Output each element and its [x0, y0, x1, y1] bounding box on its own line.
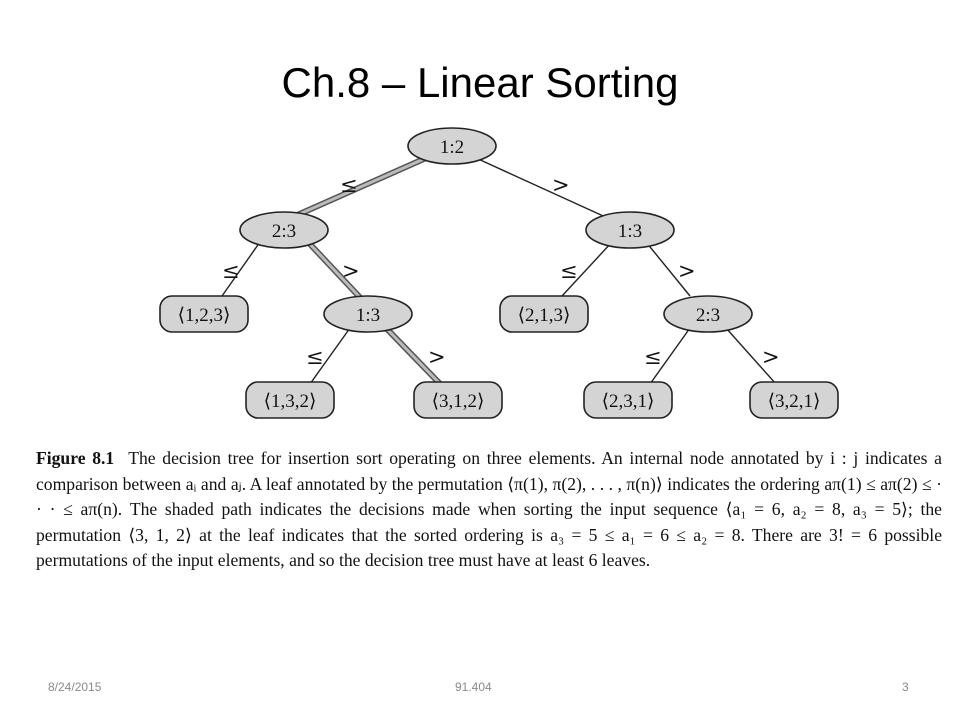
slide-number: 3: [902, 680, 909, 694]
edge-mid-leaf132: [309, 327, 351, 385]
edge-label-gt: >: [762, 345, 780, 369]
tree-node-right: 1:3: [585, 211, 675, 249]
footer-date: 8/24/2015: [48, 680, 102, 694]
tree-leaf-321: ⟨3,2,1⟩: [749, 381, 839, 419]
edge-label-gt: >: [428, 345, 446, 369]
edge-right2-leaf321: [725, 327, 777, 385]
svg-text:2:3: 2:3: [696, 305, 720, 326]
decision-tree-figure: ≤ > ≤ > ≤ > ≤ > ≤ > 1:2 2:3 1:3 1:3 2:3 …: [159, 127, 839, 419]
tree-node-root: 1:2: [407, 127, 497, 165]
edge-left-leaf123: [221, 241, 261, 297]
edge-right-right2: [645, 241, 691, 297]
tree-leaf-123: ⟨1,2,3⟩: [159, 295, 249, 333]
svg-text:⟨3,2,1⟩: ⟨3,2,1⟩: [768, 391, 821, 412]
slide-title: Ch.8 – Linear Sorting: [281, 59, 679, 106]
svg-text:⟨2,1,3⟩: ⟨2,1,3⟩: [518, 305, 571, 326]
edge-root-right: [475, 157, 613, 221]
svg-text:⟨3,1,2⟩: ⟨3,1,2⟩: [432, 391, 485, 412]
edge-label-le: ≤: [340, 173, 358, 197]
tree-leaf-312: ⟨3,1,2⟩: [413, 381, 503, 419]
svg-text:1:3: 1:3: [618, 221, 642, 242]
svg-text:1:3: 1:3: [356, 305, 380, 326]
svg-text:⟨1,2,3⟩: ⟨1,2,3⟩: [178, 305, 231, 326]
edge-label-le: ≤: [560, 259, 578, 283]
svg-text:1:2: 1:2: [440, 137, 464, 158]
tree-node-mid: 1:3: [323, 295, 413, 333]
tree-edges: [221, 157, 777, 385]
tree-leaf-132: ⟨1,3,2⟩: [245, 381, 335, 419]
figure-label: Figure 8.1: [36, 448, 115, 468]
edge-label-gt: >: [342, 259, 360, 283]
edge-right2-leaf231: [649, 327, 691, 385]
edge-right-leaf213: [561, 241, 613, 297]
tree-node-left: 2:3: [239, 211, 329, 249]
svg-text:⟨1,3,2⟩: ⟨1,3,2⟩: [264, 391, 317, 412]
tree-leaf-213: ⟨2,1,3⟩: [499, 295, 589, 333]
footer-course: 91.404: [455, 680, 492, 694]
tree-leaf-231: ⟨2,3,1⟩: [583, 381, 673, 419]
edge-label-gt: >: [552, 173, 570, 197]
edge-label-le: ≤: [644, 345, 662, 369]
svg-text:2:3: 2:3: [272, 221, 296, 242]
tree-node-right2: 2:3: [663, 295, 753, 333]
shaded-path: [284, 155, 449, 393]
edge-label-le: ≤: [222, 259, 240, 283]
edge-label-gt: >: [678, 259, 696, 283]
svg-text:⟨2,3,1⟩: ⟨2,3,1⟩: [602, 391, 655, 412]
edge-label-le: ≤: [306, 345, 324, 369]
edge-labels: ≤ > ≤ > ≤ > ≤ > ≤ >: [222, 173, 780, 369]
figure-caption-text: The decision tree for insertion sort ope…: [36, 448, 942, 571]
